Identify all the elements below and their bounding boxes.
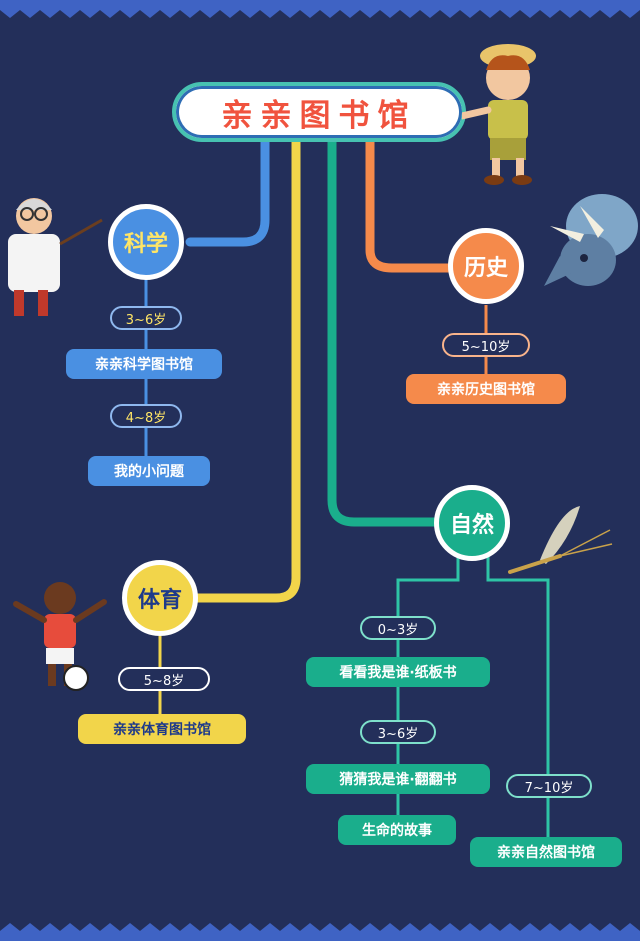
mayfly-icon (508, 506, 613, 574)
history-book[interactable]: 亲亲历史图书馆 (406, 374, 566, 404)
nature-right-branch (486, 555, 550, 850)
history-node[interactable]: 历史 (448, 228, 524, 304)
page-title: 亲亲图书馆 (172, 82, 466, 142)
scientist-icon (8, 198, 103, 316)
science-book-2[interactable]: 我的小问题 (88, 456, 210, 486)
sports-node[interactable]: 体育 (122, 560, 198, 636)
science-connector (185, 135, 270, 247)
triceratops-icon (544, 194, 638, 286)
top-zigzag-border (0, 0, 640, 18)
nature-age-badge-3: 7~10岁 (506, 774, 592, 798)
sports-connector (185, 135, 301, 603)
nature-book-2[interactable]: 猜猜我是谁·翻翻书 (306, 764, 490, 794)
nature-book-4[interactable]: 亲亲自然图书馆 (470, 837, 622, 867)
nature-book-3[interactable]: 生命的故事 (338, 815, 456, 845)
sports-book[interactable]: 亲亲体育图书馆 (78, 714, 246, 744)
science-age-badge-1: 3~6岁 (110, 306, 182, 330)
history-age-badge: 5~10岁 (442, 333, 530, 357)
nature-left-branch (396, 555, 460, 830)
explorer-boy-icon (462, 44, 536, 185)
science-age-badge-2: 4~8岁 (110, 404, 182, 428)
bottom-zigzag-border (0, 923, 640, 941)
nature-node[interactable]: 自然 (434, 485, 510, 561)
nature-age-badge-1: 0~3岁 (360, 616, 436, 640)
science-node[interactable]: 科学 (108, 204, 184, 280)
nature-age-badge-2: 3~6岁 (360, 720, 436, 744)
nature-book-1[interactable]: 看看我是谁·纸板书 (306, 657, 490, 687)
sports-age-badge: 5~8岁 (118, 667, 210, 691)
nature-connector (327, 135, 445, 527)
history-connector (365, 135, 455, 273)
soccer-kid-icon (13, 582, 107, 691)
science-book-1[interactable]: 亲亲科学图书馆 (66, 349, 222, 379)
